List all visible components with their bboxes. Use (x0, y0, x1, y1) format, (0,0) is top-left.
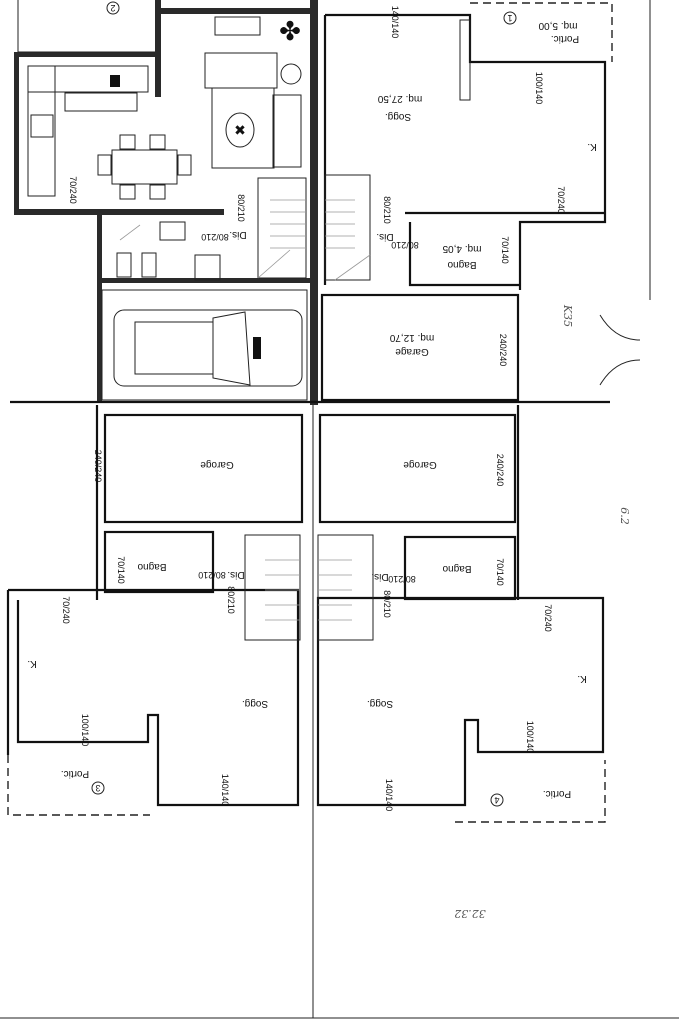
stairs (257, 177, 307, 279)
room-label-sogg: Sogg. (367, 698, 393, 709)
room-label-k: K. (587, 141, 596, 152)
room-label-dis: Dis. (376, 231, 393, 242)
room-label-garage: Garage (395, 346, 429, 357)
window-label: 70/240 (543, 604, 553, 632)
room-label-portic: Portic. (551, 33, 579, 44)
room-label-k: K. (577, 673, 586, 684)
flower-plant-icon: ✤ (279, 16, 301, 46)
window-label: 70/140 (500, 236, 510, 264)
kitchen-furniture (27, 65, 192, 200)
window-label: 70/240 (68, 176, 78, 204)
window-label: 100/140 (534, 72, 544, 105)
window-label: 140/140 (390, 6, 400, 39)
room-label-garage: Garoge (403, 459, 437, 470)
room-label-dis: Dis. (229, 229, 246, 240)
room-label-bagno: Bagno (137, 561, 166, 572)
door-label: 80/210 (226, 586, 236, 614)
room-area: mq. 5,00 (538, 20, 577, 31)
door-label: 240/240 (93, 450, 103, 483)
door-label: 80/210 (382, 590, 392, 618)
room-label-garage: Garoge (200, 459, 234, 470)
unit-top-left: ✖ ✤ 2 70/240 Dis. 80/210 80/2 (14, 0, 318, 405)
plant-icon: ✖ (234, 122, 246, 138)
living-furniture: ✖ ✤ (204, 16, 302, 169)
window-label: 140/140 (220, 774, 230, 807)
window-label: 70/240 (61, 596, 71, 624)
door-label: 80/210 (391, 240, 419, 250)
room-area: mq. 4,05 (442, 243, 481, 254)
handwritten-note: 32.32 (454, 907, 486, 920)
unit-top-right: 1 Sogg. mq. 27,50 Portic. mq. 5,00 K. 14… (10, 2, 641, 404)
room-label-k: K. (27, 658, 36, 669)
handwritten-note: 6.2 (618, 507, 631, 525)
unit-number: 4 (494, 795, 499, 805)
door-label: 80/210 (388, 574, 416, 584)
room-label-portic: Portic. (61, 768, 89, 779)
bathroom-fixtures (116, 221, 221, 281)
room-label-bagno: Bagno (442, 563, 471, 574)
unit-bottom-right: Bagno 70/140 Dis. 80/210 80/210 70/240 K… (316, 534, 606, 823)
window-label: 70/140 (495, 558, 505, 586)
lower-garages: Garoge Garoge 240/240 240/240 (93, 405, 520, 600)
unit-number: 1 (507, 13, 512, 23)
window-label: 140/140 (384, 779, 394, 812)
window-label: 70/240 (556, 186, 566, 214)
room-label-sogg: Sogg. (242, 698, 268, 709)
door-label: 80/210 (201, 232, 229, 242)
car (113, 309, 303, 387)
room-label-dis: Dis. (227, 569, 244, 580)
window-label: 100/140 (525, 721, 535, 754)
door-label: 240/240 (498, 334, 508, 367)
room-area: mq. 12,70 (389, 332, 434, 343)
room-label-bagno: Bagno (447, 259, 476, 270)
door-label: 80/210 (382, 196, 392, 224)
door-label: 80/210 (198, 570, 226, 580)
room-area: mq. 27,50 (377, 93, 422, 104)
door-label: 240/240 (495, 454, 505, 487)
window-label: 70/140 (116, 556, 126, 584)
room-label-portic: Portic. (543, 788, 571, 799)
unit-bottom-left: Bagno 70/140 Dis. 80/210 80/210 70/240 K… (6, 530, 301, 816)
room-label-sogg: Sogg. (385, 111, 411, 122)
room-label-dis: Dis. (371, 571, 388, 582)
unit-number: 3 (95, 783, 100, 793)
handwritten-note: K35 (561, 304, 574, 327)
unit-number: 2 (110, 3, 115, 13)
window-label: 100/140 (80, 714, 90, 747)
door-label: 80/210 (236, 194, 246, 222)
